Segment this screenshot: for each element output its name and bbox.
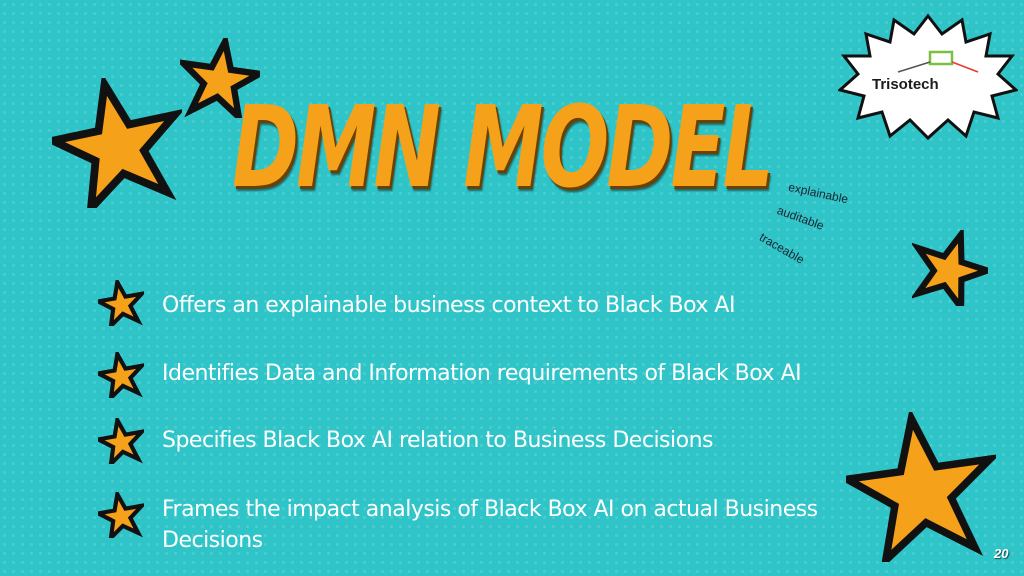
- bullet-text: Identifies Data and Information requirem…: [162, 361, 802, 386]
- tag-auditable: auditable: [775, 203, 826, 233]
- bullet-text: Offers an explainable business context t…: [162, 293, 735, 318]
- bullet-text: Frames the impact analysis of Black Box …: [162, 497, 818, 553]
- star-icon: [912, 230, 988, 306]
- tag-traceable: traceable: [757, 230, 807, 267]
- star-bullet-icon: [98, 280, 144, 326]
- star-bullet-icon: [98, 418, 144, 464]
- page-number: 20: [994, 546, 1009, 561]
- star-icon: [52, 78, 182, 208]
- bullet-text: Specifies Black Box AI relation to Busin…: [162, 428, 714, 453]
- star-bullet-icon: [98, 352, 144, 398]
- star-bullet-icon: [98, 492, 144, 538]
- star-icon: [846, 412, 996, 562]
- slide-title: DMN MODEL: [232, 83, 774, 213]
- logo-text: Trisotech: [872, 76, 939, 93]
- starburst-badge-icon: [836, 13, 1020, 141]
- star-icon: [180, 38, 260, 118]
- tag-explainable: explainable: [787, 180, 850, 207]
- logo-badge: [836, 12, 1020, 146]
